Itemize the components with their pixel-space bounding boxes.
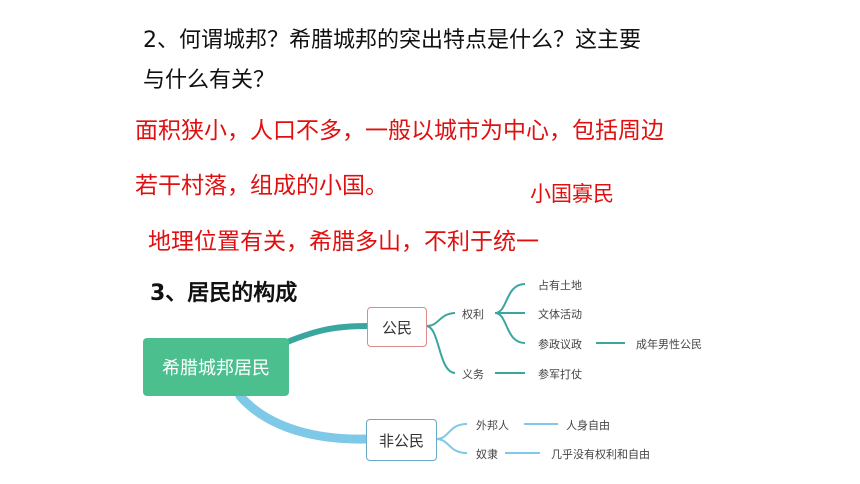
branch-non-slaves [435, 438, 468, 454]
answer-line-2: 若干村落，组成的小国。 [135, 173, 388, 199]
branch-non-foreigners [435, 423, 468, 440]
rights-label: 权利 [462, 308, 484, 321]
branch-citizen-duty [425, 325, 456, 374]
branch-citizen-rights [425, 312, 456, 327]
citizen-node: 公民 [367, 307, 427, 347]
answer-line-1: 面积狭小，人口不多，一般以城市为中心，包括周边 [135, 118, 664, 144]
right-item-politics: 参政议政 [538, 338, 582, 351]
right-item-land: 占有土地 [538, 279, 582, 292]
answer-keyword: 小国寡民 [530, 182, 614, 206]
answer-line-3: 地理位置有关，希腊多山，不利于统一 [148, 229, 539, 255]
question-2-line-2: 与什么有关？ [143, 68, 276, 93]
branch-rights-politics [494, 312, 526, 344]
politics-condition: 成年男性公民 [636, 338, 702, 351]
mindmap-root-node: 希腊城邦居民 [143, 338, 289, 396]
right-item-culture: 文体活动 [538, 308, 582, 321]
duty-label: 义务 [462, 368, 484, 381]
branch-rights-land [494, 283, 526, 314]
non-citizen-node: 非公民 [366, 419, 437, 461]
foreigners-desc: 人身自由 [566, 419, 610, 432]
slaves-desc: 几乎没有权利和自由 [551, 448, 650, 461]
duty-item-military: 参军打仗 [538, 368, 582, 381]
section-3-title: 3、居民的构成 [150, 281, 298, 306]
branch-root-citizen [278, 323, 368, 348]
foreigners-label: 外邦人 [476, 419, 509, 432]
branch-root-non-citizen [235, 391, 371, 444]
slaves-label: 奴隶 [476, 448, 498, 461]
question-2-line-1: 2、何谓城邦？希腊城邦的突出特点是什么？这主要 [143, 28, 641, 53]
